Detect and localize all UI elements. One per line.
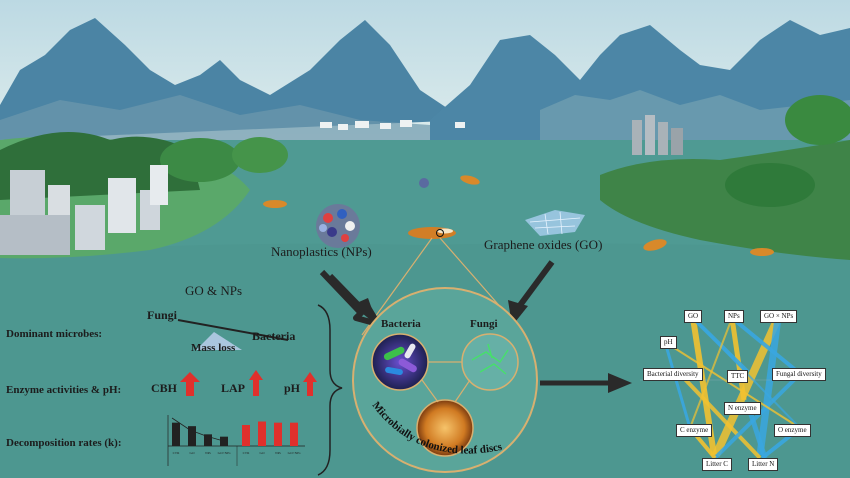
graphene-sheet [525, 210, 585, 236]
net-node-litter-c: Litter C [702, 458, 732, 471]
chart-tick-label: CTR [173, 451, 180, 455]
chart-tick-label: GO×NPs [288, 451, 302, 455]
ph-label: pH [284, 381, 301, 395]
seesaw-pivot [196, 332, 242, 350]
network-edges [640, 316, 820, 460]
circle-fungi-label: Fungi [470, 318, 498, 330]
chart-bar [172, 422, 180, 446]
factory [632, 115, 683, 155]
cbh-label: CBH [151, 381, 178, 395]
leaf-disc-image [416, 399, 474, 457]
leaf [460, 175, 480, 185]
net-node-c-enzyme: C enzyme [676, 424, 713, 437]
chart-tick-label: GO [259, 451, 265, 455]
chart-tick-label: NPs [205, 451, 211, 455]
zoom-marker [436, 229, 444, 237]
small-particle [419, 178, 429, 188]
circle-link [421, 379, 439, 403]
fungi-image [461, 333, 519, 391]
chart-bar [274, 422, 282, 446]
brace [317, 304, 343, 476]
net-node-bacterial-diversity: Bacterial diversity [643, 368, 703, 381]
chart-bar [204, 434, 212, 446]
chart-bar [242, 425, 250, 446]
decomposition-chart: CTR GO NPs GO×NPs CTR GO NPs GO×NPs [167, 415, 305, 466]
seesaw-bacteria-label: Bacteria [252, 329, 296, 343]
chart-bar [188, 426, 196, 446]
net-node-o-enzyme: O enzyme [774, 424, 811, 437]
net-node-go-nps: GO × NPs [760, 310, 798, 323]
chart-trend-line [171, 417, 221, 441]
nanoplastics-cluster [316, 204, 360, 248]
fungi-hyphae [471, 343, 509, 375]
chart-bar [258, 421, 266, 446]
arrow-nps-head [352, 298, 378, 326]
net-node-litter-n: Litter N [748, 458, 779, 471]
chart-tick-label: GO [189, 451, 195, 455]
tree-canopy [160, 138, 240, 182]
mass-loss-label: Mass loss [191, 342, 236, 354]
mountain-left [0, 18, 470, 140]
chart-tick-label: CTR [243, 451, 250, 455]
leaf [643, 239, 667, 251]
net-node-n-enzyme: N enzyme [724, 402, 761, 415]
arrow-right-head [608, 373, 632, 393]
tree-canopy [785, 95, 850, 145]
dominant-microbes-label: Dominant microbes: [6, 328, 103, 340]
chart-tick-label: NPs [275, 451, 281, 455]
leaf [750, 248, 774, 256]
circle-bacteria-label: Bacteria [381, 318, 421, 330]
enzyme-ph-label: Enzyme activities & pH: [6, 384, 122, 396]
village [320, 120, 465, 130]
graphene-label: Graphene oxides (GO) [484, 237, 603, 252]
circle-link [454, 379, 471, 403]
bacteria-rods [383, 343, 417, 376]
tree-canopy [232, 137, 288, 173]
decomposition-label: Decomposition rates (k): [6, 437, 122, 449]
net-node-ph: pH [660, 336, 677, 349]
net-node-nps: NPs [724, 310, 744, 323]
net-node-fungal-diversity: Fungal diversity [772, 368, 826, 381]
net-node-ttc: TTC [727, 370, 749, 383]
nanoplastics-label: Nanoplastics (NPs) [271, 244, 372, 259]
arrow-go-shaft [515, 260, 555, 310]
chart-bar [220, 436, 228, 446]
city-buildings [0, 165, 168, 255]
lap-label: LAP [221, 381, 245, 395]
seesaw-beam [177, 319, 289, 341]
leaf [263, 200, 287, 208]
go-nps-heading: GO & NPs [185, 283, 243, 298]
chart-tick-label: GO×NPs [218, 451, 232, 455]
tree-canopy [725, 163, 815, 207]
lap-up-arrow [249, 370, 263, 396]
net-node-go: GO [684, 310, 703, 323]
cbh-up-arrow [180, 372, 200, 396]
seesaw-fungi-label: Fungi [147, 308, 178, 322]
ph-up-arrow [303, 372, 317, 396]
chart-bar [290, 422, 298, 446]
